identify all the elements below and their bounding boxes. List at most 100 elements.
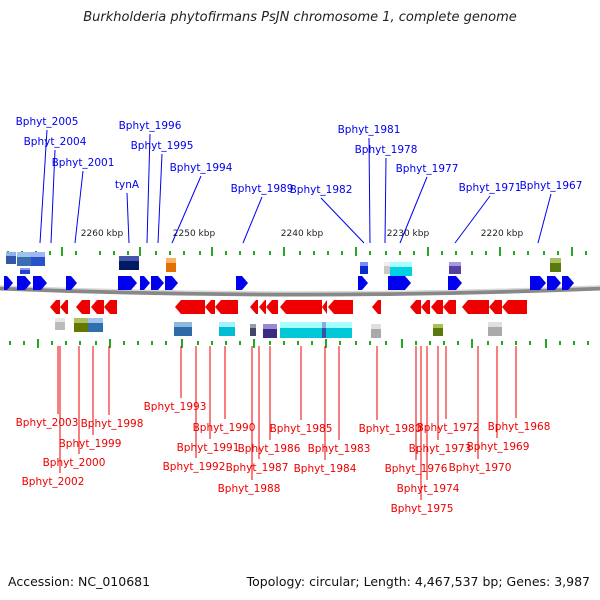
reverse-gene-label[interactable]: Bphyt_1986 <box>238 443 301 455</box>
forward-gene-label[interactable]: Bphyt_1994 <box>170 162 233 174</box>
forward-label-connector <box>368 137 371 244</box>
scale-tick <box>385 341 387 345</box>
forward-gene-label[interactable]: Bphyt_1996 <box>119 120 182 132</box>
reverse-gene-label[interactable]: Bphyt_2003 <box>16 417 79 429</box>
reverse-gene-label[interactable]: Bphyt_1983 <box>308 443 371 455</box>
reverse-gene-label[interactable]: Bphyt_2000 <box>43 457 106 469</box>
scale-tick <box>401 339 403 348</box>
forward-gene-arrow[interactable] <box>530 276 546 290</box>
scale-tick <box>545 339 547 348</box>
reverse-gene-arrow[interactable] <box>431 300 443 314</box>
feature-box-shade <box>488 322 502 327</box>
forward-gene-label[interactable]: Bphyt_1967 <box>520 180 583 192</box>
forward-gene-arrow[interactable] <box>118 276 137 290</box>
reverse-gene-label[interactable]: Bphyt_1973 <box>409 443 472 455</box>
reverse-gene-arrow[interactable] <box>328 300 353 314</box>
forward-gene-label[interactable]: Bphyt_1995 <box>131 140 194 152</box>
reverse-gene-label[interactable]: Bphyt_1974 <box>397 483 460 495</box>
scale-tick <box>99 251 101 255</box>
feature-box-shade <box>371 324 381 329</box>
forward-gene-arrow[interactable] <box>236 276 248 290</box>
reverse-gene-arrow[interactable] <box>259 300 266 314</box>
reverse-gene-arrow[interactable] <box>250 300 258 314</box>
forward-gene-arrow[interactable] <box>66 276 77 290</box>
reverse-gene-arrow[interactable] <box>280 300 322 314</box>
forward-label-connector <box>74 170 84 244</box>
forward-gene-label[interactable]: Bphyt_2001 <box>52 157 115 169</box>
scale-tick <box>325 339 327 348</box>
forward-gene-arrow[interactable] <box>388 276 411 290</box>
feature-box <box>55 318 65 330</box>
forward-gene-arrow[interactable] <box>17 276 31 290</box>
reverse-gene-arrow[interactable] <box>60 300 68 314</box>
reverse-gene-arrow[interactable] <box>266 300 278 314</box>
scale-tick <box>557 251 559 255</box>
reverse-gene-arrow[interactable] <box>104 300 117 314</box>
scale-tick <box>225 341 227 345</box>
scale-tick <box>355 341 357 345</box>
reverse-gene-label[interactable]: Bphyt_1992 <box>163 461 226 473</box>
reverse-gene-label[interactable]: Bphyt_1987 <box>226 462 289 474</box>
scale-tick <box>137 341 139 345</box>
reverse-gene-arrow[interactable] <box>91 300 104 314</box>
reverse-gene-arrow[interactable] <box>443 300 456 314</box>
reverse-gene-label[interactable]: Bphyt_1975 <box>391 503 454 515</box>
scale-tick <box>9 341 11 345</box>
forward-gene-label[interactable]: Bphyt_1977 <box>396 163 459 175</box>
reverse-gene-arrow[interactable] <box>421 300 430 314</box>
reverse-gene-arrow[interactable] <box>410 300 421 314</box>
forward-gene-arrow[interactable] <box>165 276 178 290</box>
forward-gene-label[interactable]: Bphyt_1982 <box>290 184 353 196</box>
reverse-gene-label[interactable]: Bphyt_1969 <box>467 441 530 453</box>
reverse-gene-label[interactable]: Bphyt_1984 <box>294 463 357 475</box>
reverse-gene-label[interactable]: Bphyt_1976 <box>385 463 448 475</box>
feature-box <box>550 258 561 272</box>
reverse-gene-label[interactable]: Bphyt_1985 <box>270 423 333 435</box>
forward-gene-arrow[interactable] <box>448 276 462 290</box>
reverse-gene-label[interactable]: Bphyt_1970 <box>449 462 512 474</box>
reverse-gene-arrow[interactable] <box>489 300 502 314</box>
scale-tick <box>471 251 473 255</box>
forward-gene-arrow[interactable] <box>547 276 561 290</box>
forward-gene-arrow[interactable] <box>562 276 574 290</box>
forward-gene-arrow[interactable] <box>151 276 164 290</box>
forward-label-connector <box>537 193 552 244</box>
forward-gene-label[interactable]: Bphyt_2005 <box>16 116 79 128</box>
reverse-gene-label[interactable]: Bphyt_1968 <box>488 421 551 433</box>
reverse-gene-label[interactable]: Bphyt_1980 <box>359 423 422 435</box>
reverse-gene-arrow[interactable] <box>175 300 205 314</box>
forward-gene-arrow[interactable] <box>33 276 47 290</box>
reverse-gene-arrow[interactable] <box>76 300 90 314</box>
reverse-gene-arrow[interactable] <box>50 300 60 314</box>
forward-gene-label[interactable]: Bphyt_1971 <box>459 182 522 194</box>
reverse-gene-arrow[interactable] <box>205 300 215 314</box>
reverse-gene-label[interactable]: Bphyt_1991 <box>177 442 240 454</box>
reverse-gene-arrow[interactable] <box>502 300 527 314</box>
reverse-gene-label[interactable]: Bphyt_1993 <box>144 401 207 413</box>
reverse-gene-arrow[interactable] <box>322 300 327 314</box>
reverse-gene-arrow[interactable] <box>372 300 381 314</box>
reverse-gene-arrow[interactable] <box>462 300 489 314</box>
scale-tick <box>487 341 489 345</box>
reverse-gene-label[interactable]: Bphyt_1990 <box>193 422 256 434</box>
reverse-gene-label[interactable]: Bphyt_1998 <box>81 418 144 430</box>
reverse-gene-label[interactable]: Bphyt_2002 <box>22 476 85 488</box>
reverse-gene-arrow[interactable] <box>215 300 238 314</box>
forward-gene-label[interactable]: Bphyt_1978 <box>355 144 418 156</box>
forward-gene-arrow[interactable] <box>140 276 150 290</box>
forward-gene-arrow[interactable] <box>4 276 13 290</box>
reverse-gene-label[interactable]: Bphyt_1999 <box>59 438 122 450</box>
scale-tick <box>211 341 213 345</box>
scale-tick <box>37 339 39 348</box>
scale-tick <box>327 251 329 255</box>
forward-gene-label[interactable]: Bphyt_1981 <box>338 124 401 136</box>
scale-tick <box>23 341 25 345</box>
forward-gene-label[interactable]: Bphyt_1989 <box>231 183 294 195</box>
forward-label-connector <box>242 196 263 244</box>
forward-gene-label[interactable]: tynA <box>115 179 140 191</box>
forward-gene-label[interactable]: Bphyt_2004 <box>24 136 87 148</box>
forward-gene-arrow[interactable] <box>358 276 368 290</box>
reverse-gene-label[interactable]: Bphyt_1972 <box>417 422 480 434</box>
scale-tick <box>239 341 241 345</box>
reverse-gene-label[interactable]: Bphyt_1988 <box>218 483 281 495</box>
